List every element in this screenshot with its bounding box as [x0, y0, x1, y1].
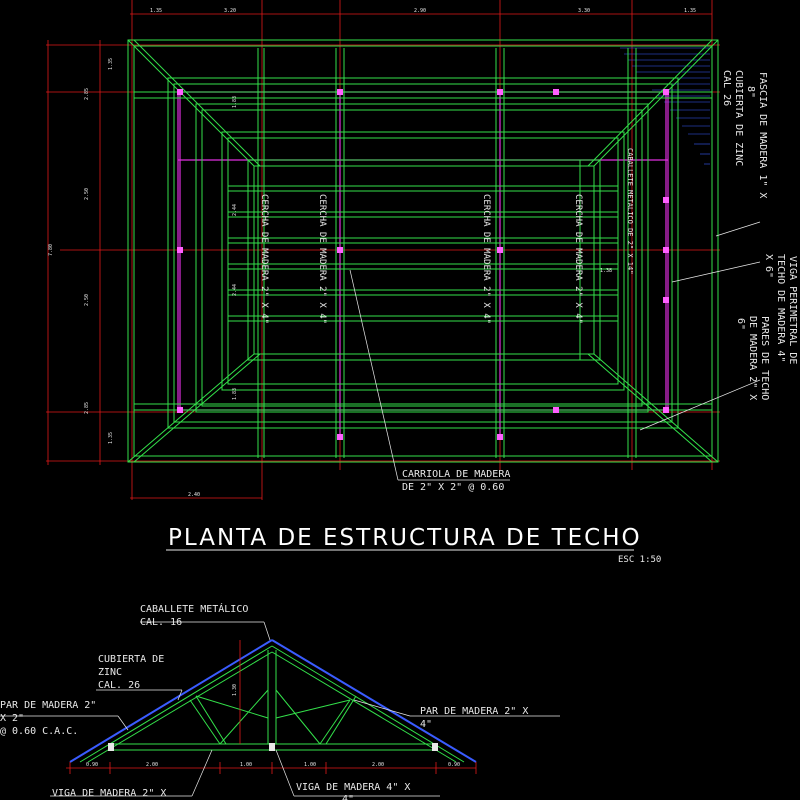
viga-center-label-2: 4" [342, 794, 354, 800]
carriola-label-1: CARRIOLA DE MADERA [402, 469, 510, 480]
green-structure [127, 39, 719, 463]
cubierta-sec-label-3: CAL. 26 [98, 680, 140, 691]
dim-small-3: 2.44 [232, 284, 238, 296]
red-axis-lines [46, 0, 720, 500]
cercha-label-4: CERCHA DE MADERA 2" X 4" [573, 194, 583, 324]
caballete-small-label: CABALLETE METALICO DE 2" X 14" [626, 148, 634, 274]
dim-left-5: 2.85 [84, 402, 90, 414]
caballete-label-2: CAL. 16 [140, 617, 182, 628]
plan-title: PLANTA DE ESTRUCTURA DE TECHO [168, 525, 642, 551]
cubierta-label-2: CAL 26 [721, 70, 732, 106]
viga-label-1: VIGA PERIMETRAL DE [787, 256, 798, 364]
section-leaders [0, 621, 560, 797]
section-dims: 0.90 2.00 1.00 1.00 2.00 0.90 1.30 [86, 684, 460, 768]
carriola-label-2: DE 2" X 2" @ 0.60 [402, 482, 504, 493]
sec-height-dim: 1.30 [232, 684, 238, 696]
cubierta-sec-label-1: CUBIERTA DE [98, 654, 164, 665]
dim-left-2: 2.85 [84, 88, 90, 100]
par-left-label-1: PAR DE MADERA 2" [0, 700, 96, 711]
dim-top-3: 2.90 [414, 8, 426, 14]
dim-overall: 7.80 [48, 244, 54, 256]
dim-left-3: 2.50 [84, 188, 90, 200]
cercha-label-1: CERCHA DE MADERA 2" X 4" [259, 194, 269, 324]
dim-top-5: 1.35 [684, 8, 696, 14]
roof-sheet [69, 639, 477, 763]
pares-label-3: 6" [735, 318, 746, 330]
pares-label-1: PARES DE TECHO [759, 316, 770, 400]
section-dim-line [66, 640, 477, 774]
truss-section: 0.90 2.00 1.00 1.00 2.00 0.90 1.30 CABAL… [0, 602, 560, 800]
dim-small-4: 1.83 [232, 388, 238, 400]
dim-left-6: 1.35 [108, 432, 114, 444]
right-labels: FASCIA DE MADERA 1" X 8" CUBIERTA DE ZIN… [721, 70, 798, 400]
fascia-label-2: 8" [745, 86, 756, 98]
inner-small-dims: 1.83 2.44 2.44 1.83 1.38 [232, 96, 612, 400]
fascia-label-1: FASCIA DE MADERA 1" X [757, 72, 768, 198]
dim-small-1: 1.83 [232, 96, 238, 108]
viga-label-3: X 6" [763, 254, 774, 278]
pares-label-2: DE MADERA 2" X [747, 316, 758, 400]
viga-label-2: TECHO DE MADERA 4" [775, 254, 786, 362]
dim-top-1: 1.35 [150, 8, 162, 14]
dim-top-2: 3.20 [224, 8, 236, 14]
par-right-label-2: 4" [420, 719, 432, 730]
dim-bottom: 2.40 [188, 492, 200, 498]
cercha-labels: CERCHA DE MADERA 2" X 4" CERCHA DE MADER… [259, 194, 583, 324]
sec-dim-2: 2.00 [146, 762, 158, 768]
cercha-label-3: CERCHA DE MADERA 2" X 4" [481, 194, 491, 324]
cubierta-label-1: CUBIERTA DE ZINC [733, 70, 744, 166]
bearing-plates [177, 89, 669, 440]
dim-small-5: 1.38 [600, 268, 612, 274]
zinc-hatch [620, 47, 710, 165]
par-left-label-2: X 2" [0, 713, 24, 724]
sec-dim-5: 2.00 [372, 762, 384, 768]
par-right-label-1: PAR DE MADERA 2" X [420, 706, 528, 717]
dim-left-1: 1.35 [108, 58, 114, 70]
section-plates [108, 743, 438, 751]
dim-left-4: 2.50 [84, 294, 90, 306]
par-left-label-3: @ 0.60 C.A.C. [0, 726, 78, 737]
roof-structure-plan: 1.35 3.20 2.90 3.30 1.35 1.35 2.85 2.50 … [46, 0, 798, 565]
top-dimensions: 1.35 3.20 2.90 3.30 1.35 [150, 8, 696, 14]
caballete-label-1: CABALLETE METÁLICO [140, 602, 248, 615]
cubierta-sec-label-2: ZINC [98, 667, 122, 678]
left-dimensions: 1.35 2.85 2.50 2.50 2.85 1.35 7.80 [48, 58, 114, 444]
dim-small-2: 2.44 [232, 204, 238, 216]
cercha-label-2: CERCHA DE MADERA 2" X 4" [317, 194, 327, 324]
viga-center-label-1: VIGA DE MADERA 4" X [296, 782, 410, 793]
sec-dim-1: 0.90 [86, 762, 98, 768]
leader-lines [349, 221, 761, 481]
sec-dim-4: 1.00 [304, 762, 316, 768]
sec-dim-6: 0.90 [448, 762, 460, 768]
viga-left-label: VIGA DE MADERA 2" X [52, 788, 166, 799]
sec-dim-3: 1.00 [240, 762, 252, 768]
dim-top-4: 3.30 [578, 8, 590, 14]
plan-scale: ESC 1:50 [618, 555, 661, 565]
